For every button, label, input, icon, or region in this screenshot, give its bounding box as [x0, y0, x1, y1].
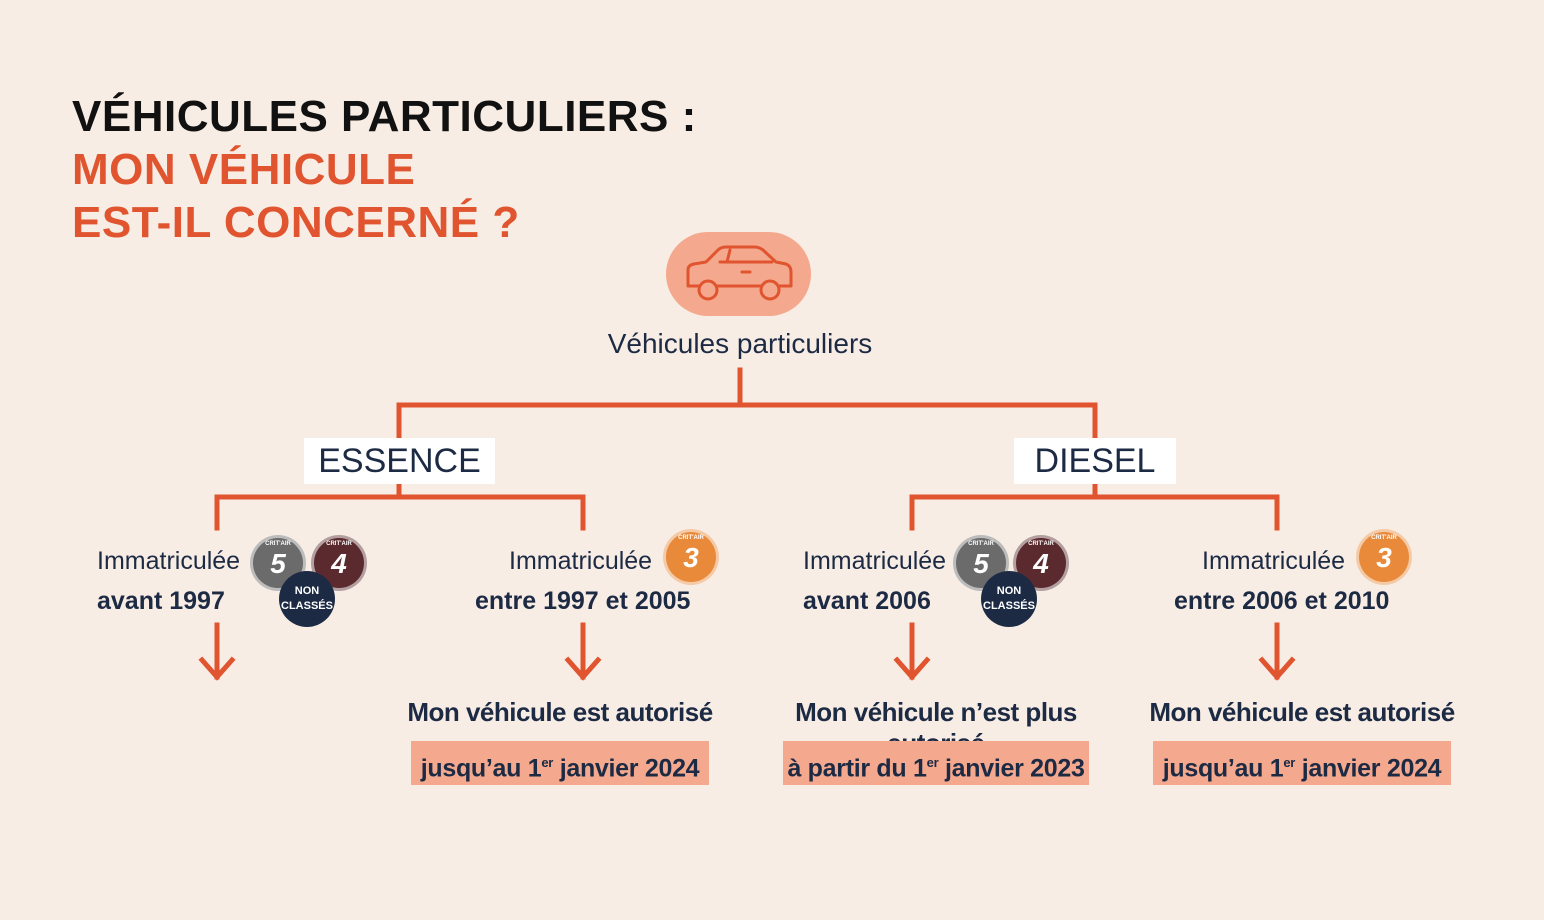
non-classes-badge: NON CLASSÉS [279, 571, 335, 627]
condition-line-2: avant 1997 [97, 587, 225, 615]
title-line-3: EST-IL CONCERNÉ ? [72, 198, 520, 247]
diesel-right-result: Mon véhicule est autorisé [1149, 697, 1455, 727]
arrow-essence-right [564, 622, 602, 681]
root-label: Véhicules particuliers [607, 328, 873, 359]
essence-label: ESSENCE [304, 438, 495, 484]
title-line-1: VÉHICULES PARTICULIERS : [72, 92, 697, 141]
condition-line-2: entre 1997 et 2005 [475, 587, 691, 615]
condition-line-1: Immatriculée [509, 547, 653, 575]
critair-5-badge: CRIT'AIR 5 [250, 535, 306, 591]
essence-right-result: Mon véhicule est autorisé [407, 697, 713, 727]
essence-right-date: jusqu’au 1er janvier 2024 [411, 741, 709, 785]
critair-3-badge: CRIT'AIR 3 [1356, 529, 1412, 585]
title-line-2: MON VÉHICULE [72, 145, 416, 194]
non-classes-badge: NON CLASSÉS [981, 571, 1037, 627]
essence-left-condition: Immatriculée avant 1997 [97, 541, 240, 621]
page-title: VÉHICULES PARTICULIERS : MON VÉHICULE ES… [72, 90, 697, 249]
condition-line-1: Immatriculée [97, 547, 241, 575]
arrow-diesel-left [893, 622, 931, 681]
critair-4-badge: CRIT'AIR 4 [1013, 535, 1069, 591]
diesel-right-date: jusqu’au 1er janvier 2024 [1153, 741, 1451, 785]
condition-line-2: avant 2006 [803, 587, 931, 615]
arrow-diesel-right [1258, 622, 1296, 681]
diesel-left-condition: Immatriculée avant 2006 [803, 541, 946, 621]
condition-line-1: Immatriculée [803, 547, 947, 575]
diesel-left-date: à partir du 1er janvier 2023 [783, 741, 1089, 785]
diesel-right-condition: Immatriculée entre 2006 et 2010 [1174, 541, 1394, 621]
car-icon [686, 245, 793, 301]
critair-3-badge: CRIT'AIR 3 [663, 529, 719, 585]
car-badge [666, 232, 811, 316]
diesel-label: DIESEL [1014, 438, 1176, 484]
essence-right-condition: Immatriculée entre 1997 et 2005 [475, 541, 695, 621]
arrow-essence-left [198, 622, 236, 681]
condition-line-1: Immatriculée [1202, 547, 1346, 575]
condition-line-2: entre 2006 et 2010 [1174, 587, 1390, 615]
